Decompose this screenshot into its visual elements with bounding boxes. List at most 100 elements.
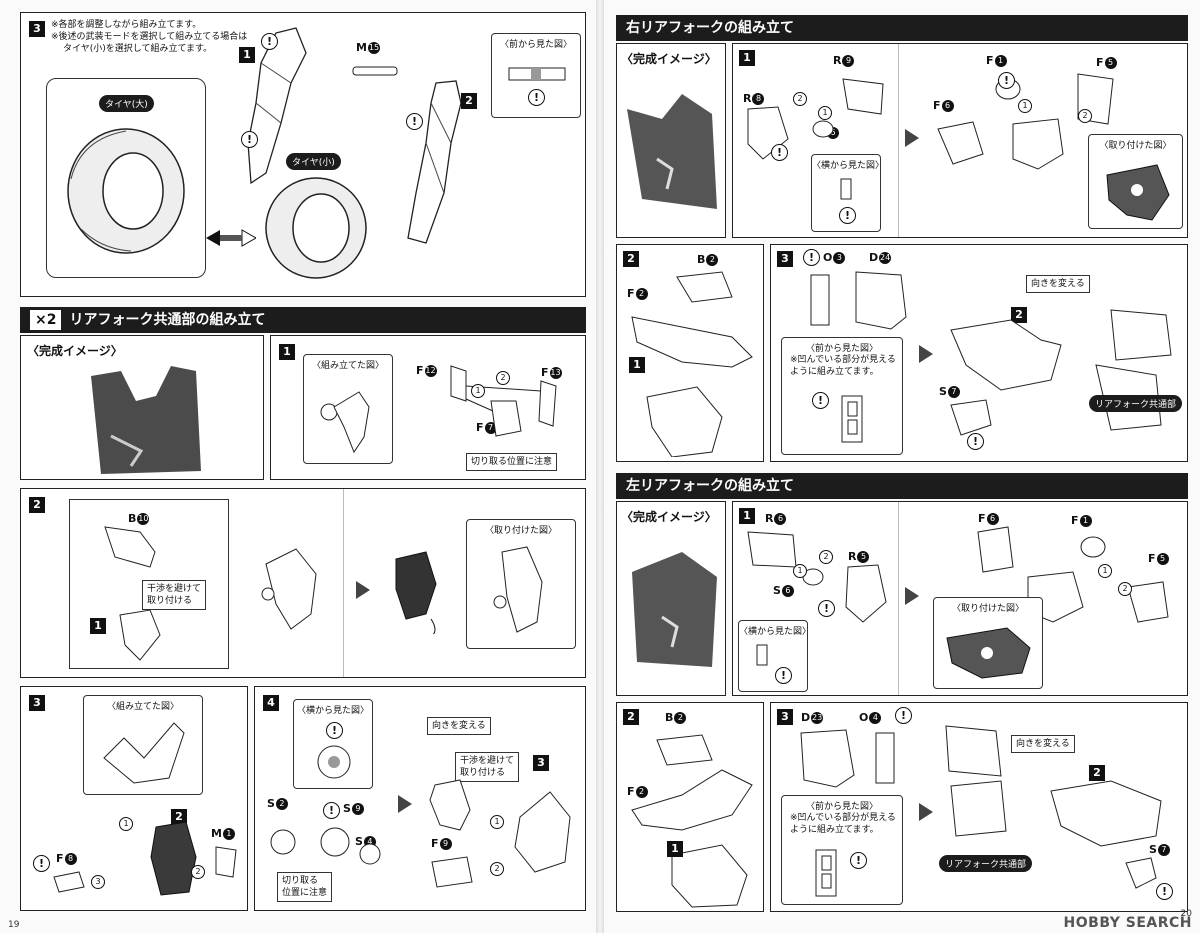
- warning-icon: !: [775, 667, 792, 684]
- divider: [898, 44, 899, 237]
- step-number: 3: [29, 695, 45, 711]
- page-20: 右リアフォークの組み立て 〈完成イメージ〉 1 R9 R8 S6 2 1 ! 〈…: [604, 0, 1200, 933]
- attached-view-title: 〈取り付けた図〉: [951, 604, 1024, 614]
- warning-icon: !: [1156, 883, 1173, 900]
- step3-parts-drawing: [810, 271, 907, 330]
- warning-icon: !: [33, 855, 50, 872]
- divider: [343, 489, 344, 677]
- part-s7-drawing: [1125, 857, 1157, 889]
- multiplier-badge: ×2: [30, 310, 62, 330]
- step4-body-drawing: [514, 791, 571, 873]
- complete-image-title: 〈完成イメージ〉: [27, 344, 123, 358]
- order-2: 2: [496, 371, 510, 385]
- step4-cap-drawing: [429, 779, 471, 831]
- step3-parts-drawing: [800, 729, 895, 788]
- order-2: 2: [819, 550, 833, 564]
- front-view-note: ※凹んでいる部分が見えるように組み立てます。: [790, 355, 896, 377]
- step2-rotate-drawing: [395, 551, 437, 634]
- side-view-title: 〈横から見た図〉: [812, 161, 885, 171]
- order-1: 1: [471, 384, 485, 398]
- front-view-callout: 〈前から見た図〉 ※凹んでいる部分が見えるように組み立てます。 !: [781, 795, 903, 905]
- step1-parts-drawing: [450, 365, 557, 437]
- front-view-title: 〈前から見た図〉: [805, 802, 878, 812]
- side-view-title: 〈横から見た図〉: [739, 627, 812, 637]
- divider: [898, 502, 899, 695]
- assembled-view-title: 〈組み立てた図〉: [311, 361, 384, 371]
- side-view-callout: 〈横から見た図〉 !: [811, 154, 885, 232]
- complete-model-image: [91, 366, 201, 474]
- page-number: 19: [8, 920, 20, 930]
- part-callout-3: 3: [533, 755, 549, 771]
- cut-position-note: 切り取る位置に注意: [277, 872, 333, 902]
- rear-fork-common-label: リアフォーク共通部: [1089, 395, 1183, 412]
- order-1: 1: [119, 817, 133, 831]
- warning-icon: !: [850, 852, 867, 869]
- attached-view-callout: 〈取り付けた図〉: [466, 519, 576, 649]
- attached-drawing: [1106, 164, 1170, 221]
- side-view-drawing: [756, 644, 768, 666]
- pin-part: [352, 66, 398, 76]
- complete-model-image: [632, 552, 717, 667]
- attached-view-callout: 〈取り付けた図〉: [933, 597, 1043, 689]
- order-3: 3: [91, 875, 105, 889]
- assembled-view-callout: 〈組み立てた図〉: [303, 354, 393, 464]
- assembled-view-callout: 〈組み立てた図〉: [83, 695, 203, 795]
- side-view-drawing: [317, 745, 351, 779]
- step3-assembly-drawing: [945, 725, 1162, 847]
- part-f8-drawing: [53, 871, 85, 893]
- warning-icon: !: [261, 33, 278, 50]
- step2-drawing: [631, 271, 753, 457]
- part-b10-drawing: [104, 526, 156, 568]
- part-callout-1: 1: [90, 618, 106, 634]
- part-f9-drawing: [431, 856, 473, 888]
- part-callout-2: 2: [171, 809, 187, 825]
- warning-icon: !: [895, 707, 912, 724]
- step2-assembled-drawing: [261, 548, 317, 630]
- cut-position-note: 切り取る位置に注意: [466, 453, 558, 471]
- page-number: 20: [1180, 909, 1192, 919]
- step-number: 2: [29, 497, 45, 513]
- next-arrow: [356, 581, 370, 599]
- step-number: 3: [29, 21, 45, 37]
- next-arrow: [919, 345, 933, 363]
- side-view-drawing: [840, 178, 852, 200]
- next-arrow: [905, 129, 919, 147]
- complete-image-title: 〈完成イメージ〉: [621, 510, 717, 524]
- next-arrow: [905, 587, 919, 605]
- side-view-callout: 〈横から見た図〉 !: [738, 620, 812, 692]
- warning-icon: !: [528, 89, 545, 106]
- attached-drawing: [946, 627, 1031, 679]
- side-view-callout: 〈横から見た図〉 !: [293, 699, 373, 789]
- order-1: 1: [793, 564, 807, 578]
- assembled-drawing: [103, 722, 185, 784]
- right-complete-image-panel: 〈完成イメージ〉: [616, 43, 726, 238]
- next-arrow: [398, 795, 412, 813]
- order-2: 2: [1118, 582, 1132, 596]
- page-spine: [596, 0, 604, 933]
- side-view-title: 〈横から見た図〉: [296, 706, 369, 716]
- step-note-2: ※後述の武装モードを選択して組み立てる場合は: [51, 32, 248, 42]
- part-callout-2: 2: [1011, 307, 1027, 323]
- section-header-left-fork: 左リアフォークの組み立て: [616, 473, 1188, 499]
